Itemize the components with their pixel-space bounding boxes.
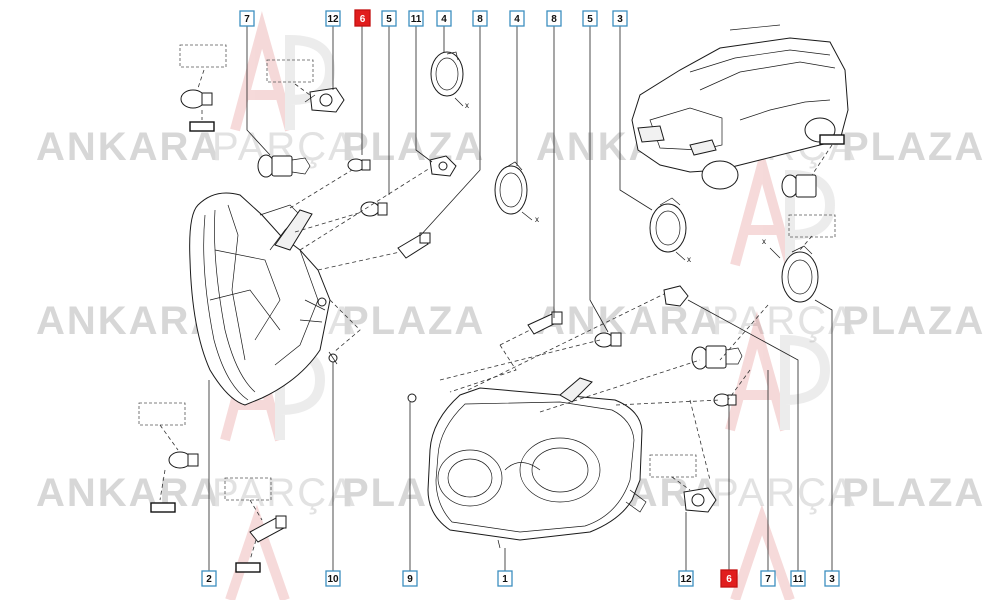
x-mark: x (465, 101, 469, 110)
variant-ghost-boxes (138, 44, 836, 501)
callout-label: 11 (793, 574, 804, 585)
callout-label: 1 (502, 574, 508, 585)
callout-label: 10 (327, 574, 339, 585)
callout-8-top[interactable]: 8 (472, 10, 488, 27)
watermark-plaza: PLAZA (842, 471, 985, 515)
assembly-dashed-lines (159, 69, 833, 561)
callout-label: 8 (477, 14, 483, 25)
callout-11-bottom[interactable]: 11 (790, 570, 806, 587)
lamp-cover-discs (430, 51, 819, 303)
callout-4b-top[interactable]: 4 (509, 10, 525, 27)
callouts-bottom: 2 10 9 1 12 6 7 11 (201, 569, 840, 588)
callout-5-top[interactable]: 5 (381, 10, 397, 27)
callout-7-bottom[interactable]: 7 (760, 570, 776, 587)
callout-label: 12 (680, 574, 692, 585)
socket-12-top (304, 87, 345, 113)
callout-10-bottom[interactable]: 10 (325, 570, 341, 587)
callout-5b-top[interactable]: 5 (582, 10, 598, 27)
callouts-top: 7 12 6 5 11 4 8 4 (239, 9, 628, 27)
watermark-row-2: ANKARA PARÇA PLAZA ANKARA PARÇA PLAZA (36, 299, 985, 343)
callout-3-top[interactable]: 3 (612, 10, 628, 27)
callout-12-bottom[interactable]: 12 (678, 570, 694, 587)
socket-8-left (397, 232, 431, 259)
callout-12-top[interactable]: 12 (325, 10, 341, 27)
watermark-ankara: ANKARA (536, 299, 721, 343)
callout-label: 5 (587, 14, 593, 25)
callout-label: 7 (765, 574, 771, 585)
watermark-ankara: ANKARA (36, 471, 221, 515)
x-mark: x (687, 255, 691, 264)
callout-6-bottom[interactable]: 6 (720, 569, 738, 588)
leader-lines (208, 26, 833, 571)
callout-9-bottom[interactable]: 9 (402, 570, 418, 587)
callout-11-top[interactable]: 11 (408, 10, 424, 27)
ap-logo-mark (225, 504, 795, 600)
socket-11-right (663, 285, 689, 307)
callout-label: 3 (829, 574, 835, 585)
callout-label: 5 (386, 14, 392, 25)
x-mark: x (762, 237, 766, 246)
watermark-ankara: ANKARA (36, 125, 221, 169)
connector-boxes (150, 121, 845, 573)
callout-label: 11 (411, 14, 422, 25)
watermark-parca: PARÇA (712, 471, 857, 515)
callout-2-bottom[interactable]: 2 (201, 570, 217, 587)
suv-illustration (631, 24, 849, 190)
bulb-5-right (594, 332, 622, 348)
callout-1-bottom[interactable]: 1 (497, 570, 513, 587)
callout-3-bottom[interactable]: 3 (824, 570, 840, 587)
lamp-cover-3b (781, 251, 819, 303)
callout-label: 2 (206, 574, 212, 585)
ap-logo-mark (725, 311, 831, 432)
right-headlamp-front (407, 377, 647, 549)
bulb-7-top-left (180, 89, 213, 109)
watermark-plaza: PLAZA (342, 299, 485, 343)
bulb-bottom-left (168, 451, 199, 469)
callout-7-top[interactable]: 7 (239, 10, 255, 27)
h4-bulb-car (781, 174, 817, 198)
callout-label: 12 (327, 14, 339, 25)
x-marks: x x x x (454, 97, 781, 264)
small-bulb-5-left (360, 201, 388, 217)
socket-bottom-left (249, 515, 287, 543)
lamp-cover-3 (649, 203, 687, 253)
bulbs-and-sockets (168, 87, 817, 543)
callout-label: 6 (726, 574, 732, 585)
watermark-parca: PARÇA (212, 471, 357, 515)
socket-8-right (527, 311, 563, 335)
watermark-parca: PARÇA (712, 299, 857, 343)
h4-bulb-right (691, 345, 743, 370)
left-headlamp-housing (189, 192, 338, 406)
callout-label: 3 (617, 14, 623, 25)
watermark-row-1: ANKARA PARÇA PLAZA ANKARA PARÇA PLAZA (36, 125, 985, 169)
small-bulb-6-left (347, 158, 371, 172)
watermark-plaza: PLAZA (842, 125, 985, 169)
callout-4-top[interactable]: 4 (436, 10, 452, 27)
watermark-ankara: ANKARA (36, 299, 221, 343)
callout-label: 8 (551, 14, 557, 25)
callout-label: 9 (407, 574, 413, 585)
callout-label: 4 (514, 14, 520, 25)
x-mark: x (535, 215, 539, 224)
watermark-plaza: PLAZA (842, 299, 985, 343)
callout-6-top[interactable]: 6 (354, 9, 371, 27)
callout-8b-top[interactable]: 8 (546, 10, 562, 27)
ap-logo-mark (230, 11, 336, 132)
socket-11-left (429, 155, 457, 177)
socket-12-right (683, 487, 717, 513)
h4-bulb-left (257, 154, 311, 178)
callout-label: 6 (360, 14, 366, 25)
callout-label: 4 (441, 14, 447, 25)
callout-label: 7 (244, 14, 250, 25)
